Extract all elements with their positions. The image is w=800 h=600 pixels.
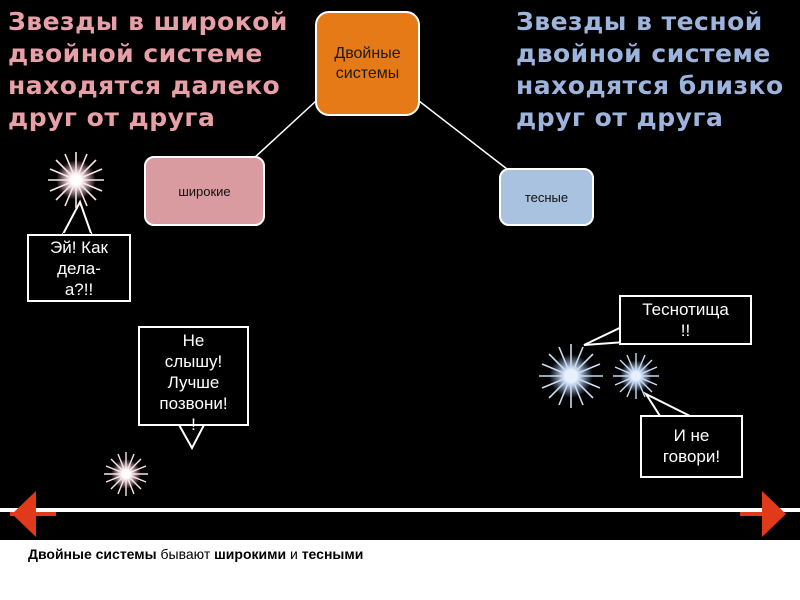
heading-line: Звезды в тесной	[516, 7, 763, 36]
speech-bubble-tight: Теснотища !!	[619, 295, 752, 345]
arrow-right-icon	[740, 491, 786, 537]
heading-line: находятся далеко	[8, 71, 281, 100]
star-blue-large	[539, 344, 603, 408]
connector-line	[418, 100, 508, 170]
node-label: Двойные системы	[334, 44, 401, 82]
next-slide-button[interactable]	[740, 488, 800, 540]
slide: Звезды в широкой двойной системе находят…	[0, 6, 800, 512]
arrow-left-icon	[10, 491, 56, 537]
caption-bold: тесными	[301, 546, 364, 562]
speech-bubble-hi: Эй! Как дела- а?!!	[27, 234, 131, 302]
caption-bar: Двойные системы бывают широкими и тесным…	[0, 540, 800, 600]
caption-bold: широкими	[214, 546, 287, 562]
caption-text: и	[286, 546, 302, 562]
star-pink-large	[48, 152, 104, 208]
slide-caption: Двойные системы бывают широкими и тесным…	[28, 546, 363, 562]
heading-line: двойной системе	[516, 39, 771, 68]
divider-line	[0, 508, 800, 512]
previous-slide-button[interactable]	[0, 488, 56, 540]
bubble-tail	[60, 199, 94, 237]
node-binary-systems: Двойные системы	[315, 11, 420, 116]
node-wide: широкие	[144, 156, 265, 226]
caption-bold: Двойные системы	[28, 546, 157, 562]
speech-bubble-no-hear: Не слышу! Лучше позвони! !	[138, 326, 249, 434]
caption-text: бывают	[156, 546, 215, 562]
heading-line: двойной системе	[8, 39, 263, 68]
bubble-tail	[643, 391, 691, 417]
heading-line: друг от друга	[516, 103, 724, 132]
node-label: тесные	[524, 189, 569, 205]
star-pink-small	[104, 452, 148, 496]
node-label: широкие	[178, 183, 231, 199]
heading-line: находятся близко	[516, 71, 784, 100]
heading-close-system: Звезды в тесной двойной системе находятс…	[516, 6, 800, 134]
heading-wide-system: Звезды в широкой двойной системе находят…	[8, 6, 288, 134]
node-close: тесные	[499, 168, 594, 226]
heading-line: Звезды в широкой	[8, 7, 288, 36]
speech-bubble-no-say: И не говори!	[640, 415, 743, 478]
heading-line: друг от друга	[8, 103, 216, 132]
star-blue-small	[613, 353, 659, 399]
